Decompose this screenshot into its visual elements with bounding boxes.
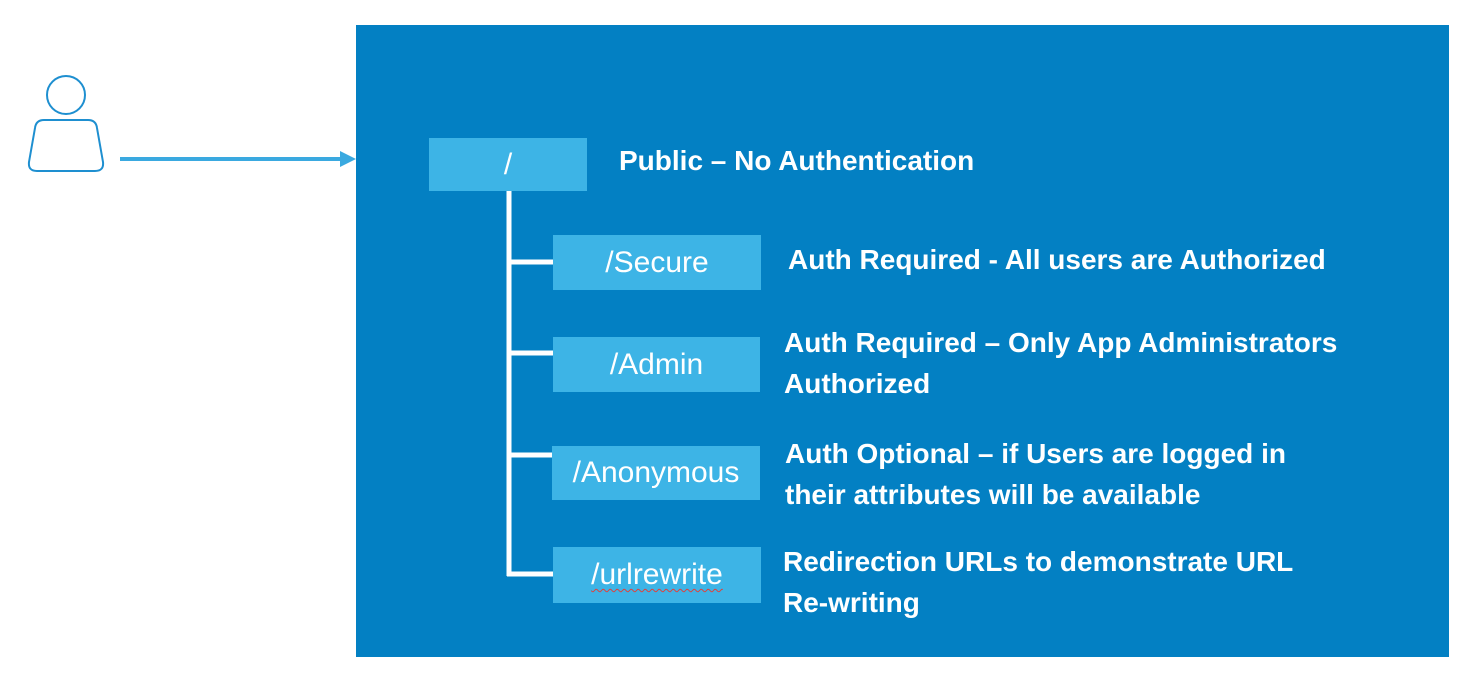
user-icon [27, 75, 105, 172]
route-description-root: Public – No Authentication [619, 140, 974, 181]
route-description-anonymous-line-1: Auth Optional – if Users are logged in [785, 438, 1286, 469]
route-description-admin-line-1: Auth Required – Only App Administrators [784, 327, 1338, 358]
route-panel: / Public – No Authentication /Secure Aut… [356, 25, 1449, 657]
tree-connectors [506, 191, 553, 577]
route-path-secure: /Secure [605, 245, 709, 279]
route-description-root-line: Public – No Authentication [619, 145, 975, 176]
route-path-urlrewrite: /urlrewrite [591, 558, 723, 591]
route-node-anonymous: /Anonymous [552, 446, 760, 500]
route-description-urlrewrite-line-1: Redirection URLs to demonstrate URL [783, 546, 1294, 577]
route-description-urlrewrite: Redirection URLs to demonstrate URL Re-w… [783, 541, 1293, 623]
route-path-admin: /Admin [609, 347, 704, 381]
route-description-secure: Auth Required - All users are Authorized [788, 239, 1326, 280]
route-node-root: / [429, 138, 587, 191]
route-description-secure-line-1: Auth Required - All users are Authorized [788, 244, 1326, 275]
route-node-admin: /Admin [553, 337, 760, 392]
route-node-urlrewrite: /urlrewrite [553, 547, 761, 603]
route-description-admin-line-2: Authorized [784, 368, 931, 399]
route-path-anonymous: /Anonymous [572, 456, 740, 489]
arrow-right-icon [120, 151, 356, 167]
route-node-secure: /Secure [553, 235, 761, 290]
route-description-anonymous-line-2: their attributes will be available [785, 479, 1201, 510]
route-description-admin: Auth Required – Only App Administrators … [784, 322, 1337, 404]
route-path-root: / [503, 147, 513, 181]
route-description-anonymous: Auth Optional – if Users are logged in t… [785, 433, 1286, 515]
route-description-urlrewrite-line-2: Re-writing [783, 587, 920, 618]
